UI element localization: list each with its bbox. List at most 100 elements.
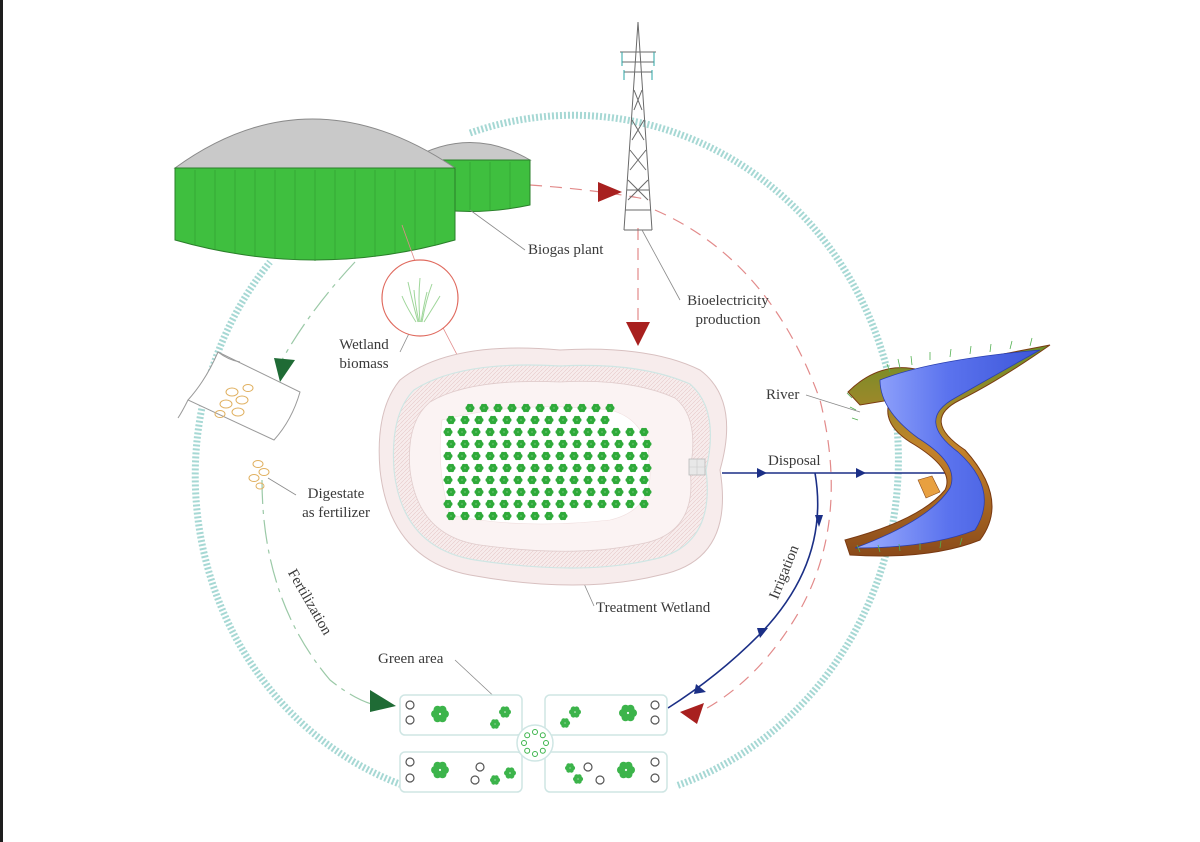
plant-icon <box>586 463 596 473</box>
label-bioelectricity-line1: Bioelectricity <box>687 293 769 309</box>
shrub-marker <box>595 775 605 785</box>
plant-icon <box>446 487 456 497</box>
plant-icon <box>443 427 453 437</box>
plant-icon <box>597 475 607 485</box>
plant-icon <box>617 761 635 779</box>
grass-tuft-icon <box>401 277 441 323</box>
plant-icon <box>474 487 484 497</box>
plant-icon <box>471 475 481 485</box>
plant-icon <box>569 499 579 509</box>
water-flow-arrows <box>667 466 977 709</box>
plant-icon <box>558 487 568 497</box>
plant-icon <box>597 499 607 509</box>
plant-icon <box>460 415 470 425</box>
plant-icon <box>639 475 649 485</box>
plant-icon <box>431 761 449 779</box>
plant-icon <box>499 475 509 485</box>
plant-icon <box>558 511 568 521</box>
plant-icon <box>471 451 481 461</box>
plant-icon <box>535 403 545 413</box>
label-river: River <box>766 387 800 403</box>
plant-icon <box>471 499 481 509</box>
plant-icon <box>446 511 456 521</box>
label-wetland-biomass: Wetland biomass <box>325 336 403 374</box>
plant-icon <box>639 451 649 461</box>
fertilizer-bag-icon <box>177 351 301 490</box>
plant-icon <box>625 427 635 437</box>
shrub-marker <box>650 757 660 767</box>
roundabout-plant <box>543 740 549 746</box>
plant-icon <box>485 451 495 461</box>
plant-icon <box>504 767 516 779</box>
arrow-to-bag <box>274 358 295 382</box>
plant-icon <box>513 475 523 485</box>
plant-icon <box>611 451 621 461</box>
plant-icon <box>527 475 537 485</box>
shrub-marker <box>650 773 660 783</box>
plant-icon <box>460 511 470 521</box>
plant-icon <box>639 427 649 437</box>
plant-icon <box>573 774 584 784</box>
plant-icon <box>530 487 540 497</box>
plant-icon <box>541 475 551 485</box>
plant-icon <box>527 499 537 509</box>
plant-icon <box>499 499 509 509</box>
plant-icon <box>555 451 565 461</box>
plant-icon <box>474 511 484 521</box>
plant-icon <box>516 439 526 449</box>
plant-icon <box>625 475 635 485</box>
plant-icon <box>493 403 503 413</box>
plant-icon <box>572 415 582 425</box>
shrub-marker <box>405 757 415 767</box>
plant-icon <box>521 403 531 413</box>
plant-icon <box>555 499 565 509</box>
roundabout-plant <box>521 740 527 746</box>
plant-icon <box>619 704 637 722</box>
wetland-biomass-detail <box>381 259 459 337</box>
label-bioelectricity-line2: production <box>695 312 761 328</box>
plant-icon <box>488 415 498 425</box>
plant-icon <box>471 427 481 437</box>
plant-icon <box>586 487 596 497</box>
plant-icon <box>516 487 526 497</box>
plant-icon <box>583 451 593 461</box>
plant-icon <box>611 427 621 437</box>
plant-icon <box>513 451 523 461</box>
label-digestate: Digestate as fertilizer <box>290 485 382 523</box>
green-area-plan <box>399 694 668 793</box>
plant-icon <box>460 439 470 449</box>
plant-icon <box>507 403 517 413</box>
plant-icon <box>457 475 467 485</box>
plant-icon <box>513 499 523 509</box>
plant-icon <box>485 499 495 509</box>
plant-icon <box>565 763 576 773</box>
label-green-area: Green area <box>378 651 444 667</box>
roundabout-plant <box>539 732 546 739</box>
biogas-plant-illustration <box>173 118 532 261</box>
plant-icon <box>555 427 565 437</box>
label-wetland-biomass-line2: biomass <box>339 356 389 372</box>
outer-cycle-loop <box>191 111 902 790</box>
plant-icon <box>600 439 610 449</box>
plant-icon <box>611 499 621 509</box>
plant-icon <box>572 463 582 473</box>
plant-icon <box>544 511 554 521</box>
shrub-marker <box>650 715 660 725</box>
plant-icon <box>569 706 581 718</box>
plant-icon <box>457 427 467 437</box>
label-wetland-biomass-line1: Wetland <box>339 337 389 353</box>
plant-icon <box>614 463 624 473</box>
plant-icon <box>614 487 624 497</box>
shrub-marker <box>475 762 485 772</box>
plant-icon <box>572 439 582 449</box>
plant-icon <box>488 511 498 521</box>
plant-icon <box>488 487 498 497</box>
plant-icon <box>586 415 596 425</box>
plant-icon <box>577 403 587 413</box>
shrub-marker <box>470 775 480 785</box>
plant-icon <box>625 499 635 509</box>
plant-icon <box>541 499 551 509</box>
plant-icon <box>527 427 537 437</box>
plant-icon <box>563 403 573 413</box>
shrub-marker <box>405 715 415 725</box>
